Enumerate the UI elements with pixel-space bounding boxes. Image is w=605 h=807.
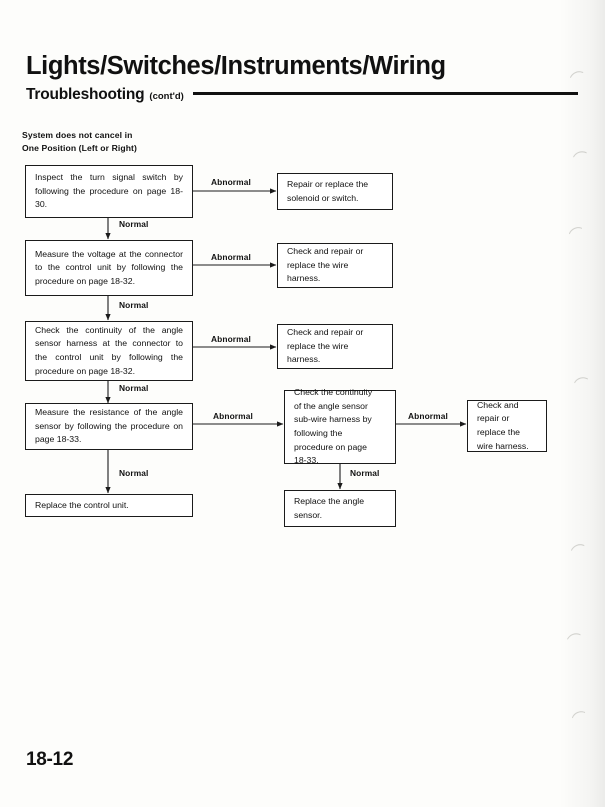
flow-box-check-repair-replace-wire-harness: Check and repair or replace the wire har… [467,400,547,452]
edge-label-abnormal-2: Abnormal [211,252,251,262]
flow-box-text: Measure the voltage at the connector to … [35,248,183,286]
symptom-label: System does not cancel in One Position (… [22,130,137,153]
page-title: Lights/Switches/Instruments/Wiring [26,52,446,80]
flow-box-text: Check the continuity of the angle sensor… [35,324,183,376]
edge-label-normal-3: Normal [119,383,149,393]
flow-box-check-repair-wire-harness-2: Check and repair or replace the wire har… [277,324,393,369]
edge-label-normal-2: Normal [119,300,149,310]
flow-box-check-continuity-sub-wire-harness: Check the continuity of the angle sensor… [284,387,396,465]
page-number: 18-12 [26,749,74,770]
flow-box-text: Check and repair or replace the wire har… [287,246,364,284]
flow-box-text: Check and repair or replace the wire har… [287,327,364,365]
edge-label-normal-4: Normal [119,468,149,478]
flow-box-text: Check the continuity of the angle sensor… [294,387,373,466]
flow-box-text: Check and repair or replace the wire har… [477,399,529,451]
flow-box-text: Replace the control unit. [35,499,129,510]
edge-label-abnormal-5: Abnormal [408,411,448,421]
flow-box-replace-control-unit: Replace the control unit. [25,494,193,517]
edge-label-abnormal-4: Abnormal [213,411,253,421]
header-rule [192,92,578,95]
edge-label-abnormal-1: Abnormal [211,177,251,187]
section-header: Troubleshooting (cont'd) [26,86,578,108]
edge-label-abnormal-3: Abnormal [211,334,251,344]
flow-box-measure-voltage-connector: Measure the voltage at the connector to … [25,240,193,296]
flow-box-replace-angle-sensor: Replace the angle sensor. [284,490,396,527]
section-header-label: Troubleshooting [26,86,145,103]
flow-box-check-repair-wire-harness-1: Check and repair or replace the wire har… [277,243,393,288]
flow-box-text: Inspect the turn signal switch by follow… [35,172,183,210]
edge-label-normal-5: Normal [350,468,380,478]
flow-box-measure-resistance-angle-sensor: Measure the resistance of the angle sens… [25,403,193,450]
edge-label-normal-1: Normal [119,219,149,229]
flow-box-check-continuity-angle-sensor-harness: Check the continuity of the angle sensor… [25,321,193,381]
flow-box-text: Measure the resistance of the angle sens… [35,407,183,445]
flow-box-inspect-turn-signal-switch: Inspect the turn signal switch by follow… [25,165,193,218]
continued-marker: (cont'd) [149,91,184,102]
flow-box-text: Repair or replace the solenoid or switch… [287,178,369,203]
flow-box-repair-replace-solenoid-switch: Repair or replace the solenoid or switch… [277,173,393,210]
flow-box-text: Replace the angle sensor. [294,495,365,520]
